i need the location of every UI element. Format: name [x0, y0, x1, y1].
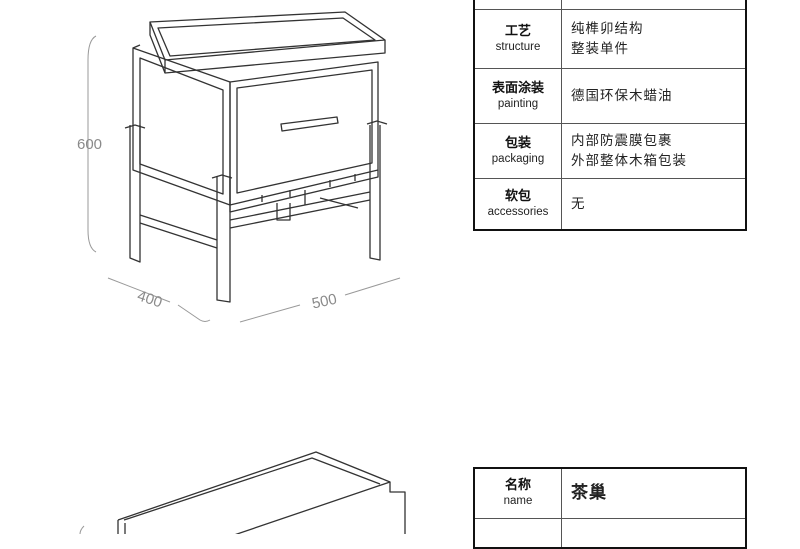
- name-label-en: name: [503, 495, 533, 508]
- row-label-zh: 包装: [504, 135, 531, 151]
- row-label-zh: 表面涂装: [491, 80, 544, 96]
- row-label-en: accessories: [487, 205, 549, 218]
- table-row: 工艺 structure 纯榫卯结构 整装单件: [473, 8, 747, 69]
- value-cell: 茶巢: [561, 467, 747, 519]
- row-value: 外部整体木箱包装: [571, 152, 687, 169]
- spec-table-bottom: 名称 name 茶巢: [473, 467, 747, 549]
- table-row: 包装 packaging 内部防震膜包裹 外部整体木箱包装: [473, 122, 747, 179]
- tea-cabinet-top: [117, 451, 391, 534]
- leg-front-right: [369, 125, 381, 261]
- product-line-drawing: 600 400 500: [77, 11, 406, 534]
- cabinet-front-panel: [229, 61, 379, 206]
- dim-width-label: 500: [310, 291, 338, 313]
- row-value: 纯榫卯结构: [571, 20, 644, 37]
- value-cell: 内部防震膜包裹 外部整体木箱包装: [561, 122, 747, 179]
- cabinet-top-tray: [149, 11, 386, 61]
- product-name: 茶巢: [571, 482, 607, 503]
- row-label-en: packaging: [491, 152, 545, 165]
- table-row: 软包 accessories 无: [473, 177, 747, 231]
- dim-height-label: 600: [77, 136, 102, 153]
- label-cell: 包装 packaging: [473, 122, 562, 179]
- drawer-handle: [280, 116, 339, 132]
- table-row: 表面涂装 painting 德国环保木蜡油: [473, 67, 747, 124]
- table-row: [473, 517, 747, 549]
- dim-depth-label: 400: [135, 287, 164, 311]
- leg-back-left: [129, 125, 141, 263]
- row-label-en: painting: [497, 97, 539, 110]
- leg-front-left: [216, 176, 231, 303]
- table-row: [473, 0, 747, 10]
- value-cell: 无: [561, 177, 747, 231]
- label-cell: 名称 name: [473, 467, 562, 519]
- name-label-zh: 名称: [504, 478, 531, 494]
- row-label-zh: 软包: [504, 188, 531, 204]
- table-row: 名称 name 茶巢: [473, 467, 747, 519]
- row-value: 整装单件: [571, 40, 629, 57]
- label-cell: 表面涂装 painting: [473, 67, 562, 124]
- row-label-zh: 工艺: [504, 23, 531, 39]
- label-cell: 工艺 structure: [473, 8, 562, 69]
- row-value: 内部防震膜包裹: [571, 132, 673, 149]
- value-cell: 纯榫卯结构 整装单件: [561, 8, 747, 69]
- label-cell: 软包 accessories: [473, 177, 562, 231]
- value-cell: 德国环保木蜡油: [561, 67, 747, 124]
- row-label-en: structure: [495, 40, 541, 53]
- row-value: 德国环保木蜡油: [571, 87, 673, 104]
- spec-table-top: 工艺 structure 纯榫卯结构 整装单件 表面涂装 painting 德国…: [473, 0, 747, 231]
- row-value: 无: [571, 195, 586, 212]
